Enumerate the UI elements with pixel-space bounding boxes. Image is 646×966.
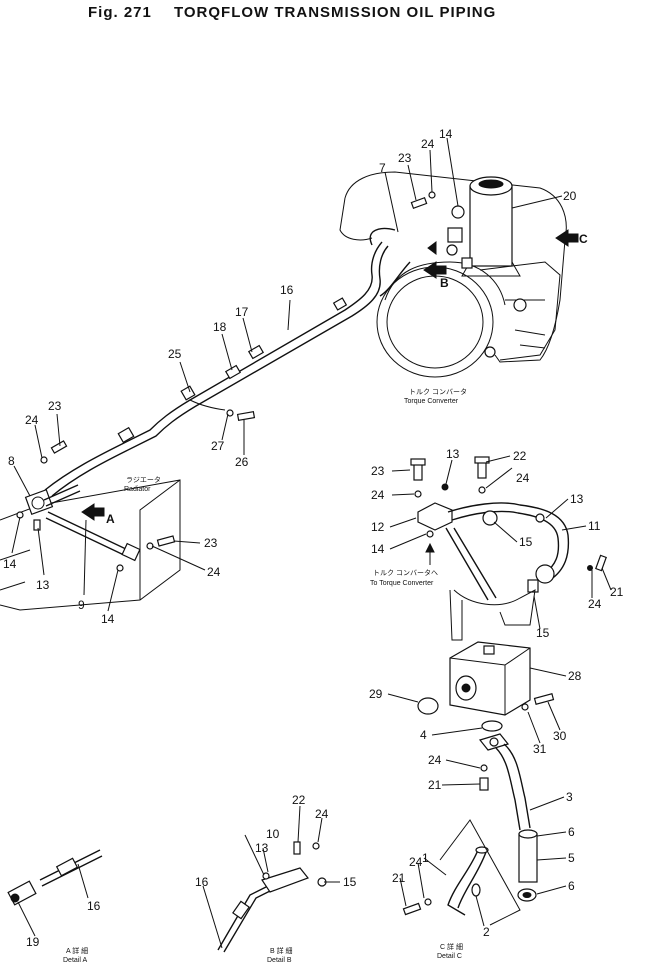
- callout-29: 29: [369, 687, 383, 701]
- callout-27: 27: [211, 439, 225, 453]
- callout-13-detail-b: 13: [255, 841, 269, 855]
- to-torque-converter-jp: トルク コンバータへ: [373, 568, 438, 577]
- callout-8: 8: [8, 454, 15, 468]
- torque-converter-jp: トルク コンバータ: [409, 387, 467, 396]
- callout-24-pump-low: 24: [588, 597, 602, 611]
- callout-16: 16: [280, 283, 294, 297]
- callout-24-pump-right: 24: [516, 471, 530, 485]
- callout-4: 4: [420, 728, 427, 742]
- callout-26: 26: [235, 455, 249, 469]
- callout-14-left: 14: [3, 557, 17, 571]
- callout-23: 23: [398, 151, 412, 165]
- callout-9: 9: [78, 598, 85, 612]
- callout-6-top: 6: [568, 825, 575, 839]
- callout-15-pump: 15: [519, 535, 533, 549]
- detail-a-drawing: [7, 849, 103, 906]
- callout-numbers: 14 23 24 7 20 16 17 18 25 27 26 23 24 8 …: [3, 127, 624, 949]
- callout-3: 3: [566, 790, 573, 804]
- callout-15-pump-low: 15: [536, 626, 550, 640]
- callout-5: 5: [568, 851, 575, 865]
- callout-24-detail-b: 24: [315, 807, 329, 821]
- figure-number: Fig. 271: [88, 4, 152, 21]
- oil-pipe-run: [40, 227, 411, 497]
- callout-10: 10: [266, 827, 280, 841]
- arrow-c-label: C: [579, 232, 588, 246]
- callout-11: 11: [588, 519, 601, 533]
- to-torque-converter-caption: To Torque Converter: [370, 580, 434, 587]
- detail-b-drawing: [217, 841, 327, 953]
- callout-24: 24: [421, 137, 435, 151]
- pump-assembly-drawing: [410, 456, 607, 902]
- callout-13-left: 13: [36, 578, 50, 592]
- callout-22-detail-b: 22: [292, 793, 306, 807]
- callout-14-bottom: 14: [101, 612, 115, 626]
- callout-15-detail-b: 15: [343, 875, 357, 889]
- callout-6-bottom: 6: [568, 879, 575, 893]
- callout-22: 22: [513, 449, 527, 463]
- radiator-caption: Radiator: [124, 486, 151, 493]
- detail-a-jp: A 詳 細: [66, 946, 88, 955]
- detail-b-caption: Detail B: [267, 957, 292, 964]
- callout-31: 31: [533, 742, 547, 756]
- callout-19: 19: [26, 935, 40, 949]
- callout-12: 12: [371, 520, 385, 534]
- callout-25: 25: [168, 347, 182, 361]
- detail-c-caption: Detail C: [437, 953, 462, 960]
- callout-17: 17: [235, 305, 249, 319]
- callout-24-radiator: 24: [207, 565, 221, 579]
- callout-24-left: 24: [25, 413, 39, 427]
- callout-21-pump: 21: [610, 585, 624, 599]
- callout-28: 28: [568, 669, 582, 683]
- callout-23-pump: 23: [371, 464, 385, 478]
- callout-7: 7: [379, 161, 386, 175]
- callout-24-flange: 24: [428, 753, 442, 767]
- callout-23-radiator: 23: [204, 536, 218, 550]
- detail-b-jp: B 詳 細: [270, 946, 293, 955]
- callout-30: 30: [553, 729, 567, 743]
- detail-c-jp: C 詳 細: [440, 942, 463, 951]
- radiator-drawing: A: [0, 479, 181, 611]
- callout-1: 1: [422, 851, 429, 865]
- callout-24-detail-c: 24: [409, 855, 423, 869]
- detail-c-drawing: [402, 819, 521, 926]
- detail-a-caption: Detail A: [63, 957, 87, 964]
- callout-16-detail-b: 16: [195, 875, 209, 889]
- callout-21-detail-c: 21: [392, 871, 406, 885]
- callout-14-pump: 14: [371, 542, 385, 556]
- leader-lines: [11, 137, 612, 949]
- callout-13-pump: 13: [446, 447, 460, 461]
- radiator-jp: ラジエータ: [126, 475, 161, 484]
- arrow-b-label: B: [440, 276, 449, 290]
- callout-13-pipe: 13: [570, 492, 584, 506]
- torque-converter-caption: Torque Converter: [404, 398, 459, 405]
- figure-title: TORQFLOW TRANSMISSION OIL PIPING: [174, 4, 496, 21]
- callout-16-detail-a: 16: [87, 899, 101, 913]
- callout-20: 20: [563, 189, 577, 203]
- torque-converter-drawing: B C: [339, 171, 588, 378]
- callout-24-pump: 24: [371, 488, 385, 502]
- callout-21-flange: 21: [428, 778, 442, 792]
- callout-2: 2: [483, 925, 490, 939]
- callout-18: 18: [213, 320, 227, 334]
- callout-23-left: 23: [48, 399, 62, 413]
- arrow-a-label: A: [106, 512, 115, 526]
- callout-14: 14: [439, 127, 453, 141]
